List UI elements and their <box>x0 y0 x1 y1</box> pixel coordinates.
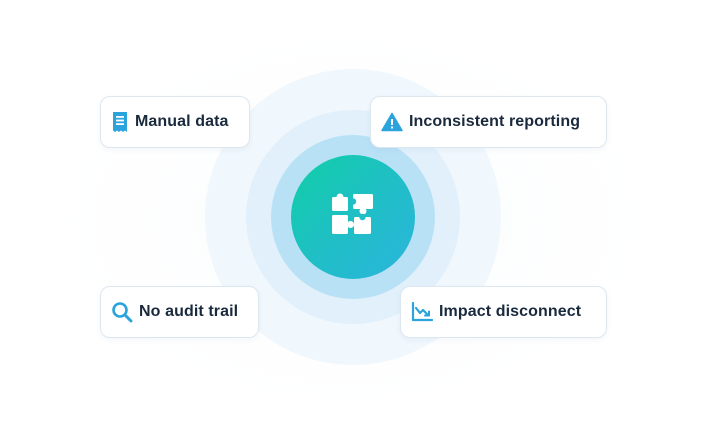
card-impact-disconnect: Impact disconnect <box>400 286 607 338</box>
central-hub <box>291 155 415 279</box>
warning-triangle-icon <box>381 112 403 132</box>
card-label: Inconsistent reporting <box>409 113 581 130</box>
card-label: Manual data <box>135 113 229 130</box>
card-no-audit-trail: No audit trail <box>100 286 259 338</box>
card-manual-data: Manual data <box>100 96 250 148</box>
puzzle-icon <box>329 191 377 244</box>
chart-decline-icon <box>411 302 433 322</box>
card-label: No audit trail <box>139 303 239 320</box>
card-inconsistent-reporting: Inconsistent reporting <box>370 96 607 148</box>
receipt-icon <box>111 111 129 133</box>
search-icon <box>111 301 133 323</box>
card-label: Impact disconnect <box>439 303 582 320</box>
